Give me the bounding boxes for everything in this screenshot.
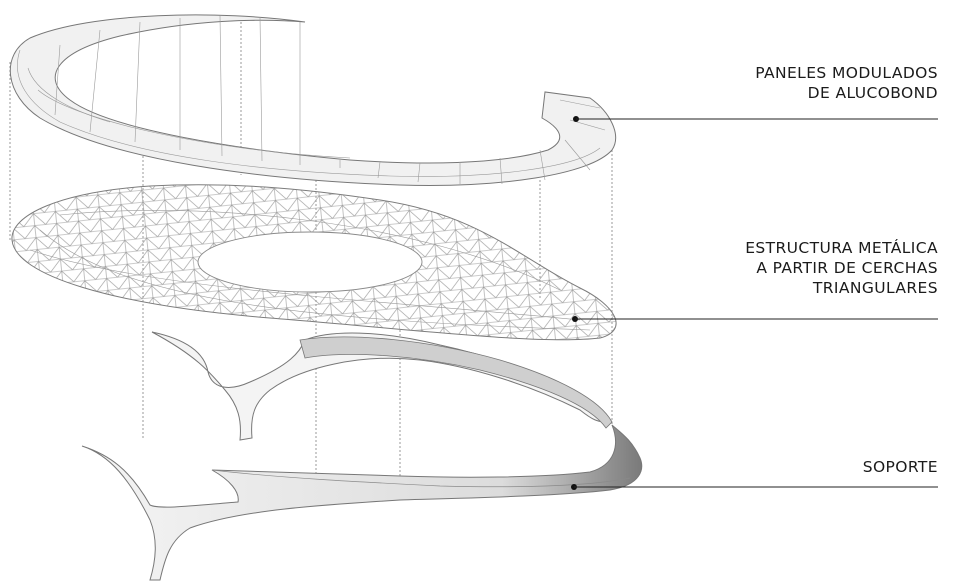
support-label: SOPORTE [863,457,938,477]
panels-label: PANELES MODULADOS DE ALUCOBOND [755,63,938,103]
panels-label-line2: DE ALUCOBOND [755,83,938,103]
upper-support [152,332,612,440]
structure-label-line2: A PARTIR DE CERCHAS [745,258,938,278]
callout-leaders [574,119,938,487]
support-label-line1: SOPORTE [863,457,938,477]
structure-label-line3: TRIANGULARES [745,278,938,298]
lower-support [82,425,642,580]
truss-structure [12,185,616,340]
structure-label: ESTRUCTURA METÁLICA A PARTIR DE CERCHAS … [745,238,938,298]
alucobond-panel-ring [10,15,615,185]
structure-label-line1: ESTRUCTURA METÁLICA [745,238,938,258]
panels-label-line1: PANELES MODULADOS [755,63,938,83]
